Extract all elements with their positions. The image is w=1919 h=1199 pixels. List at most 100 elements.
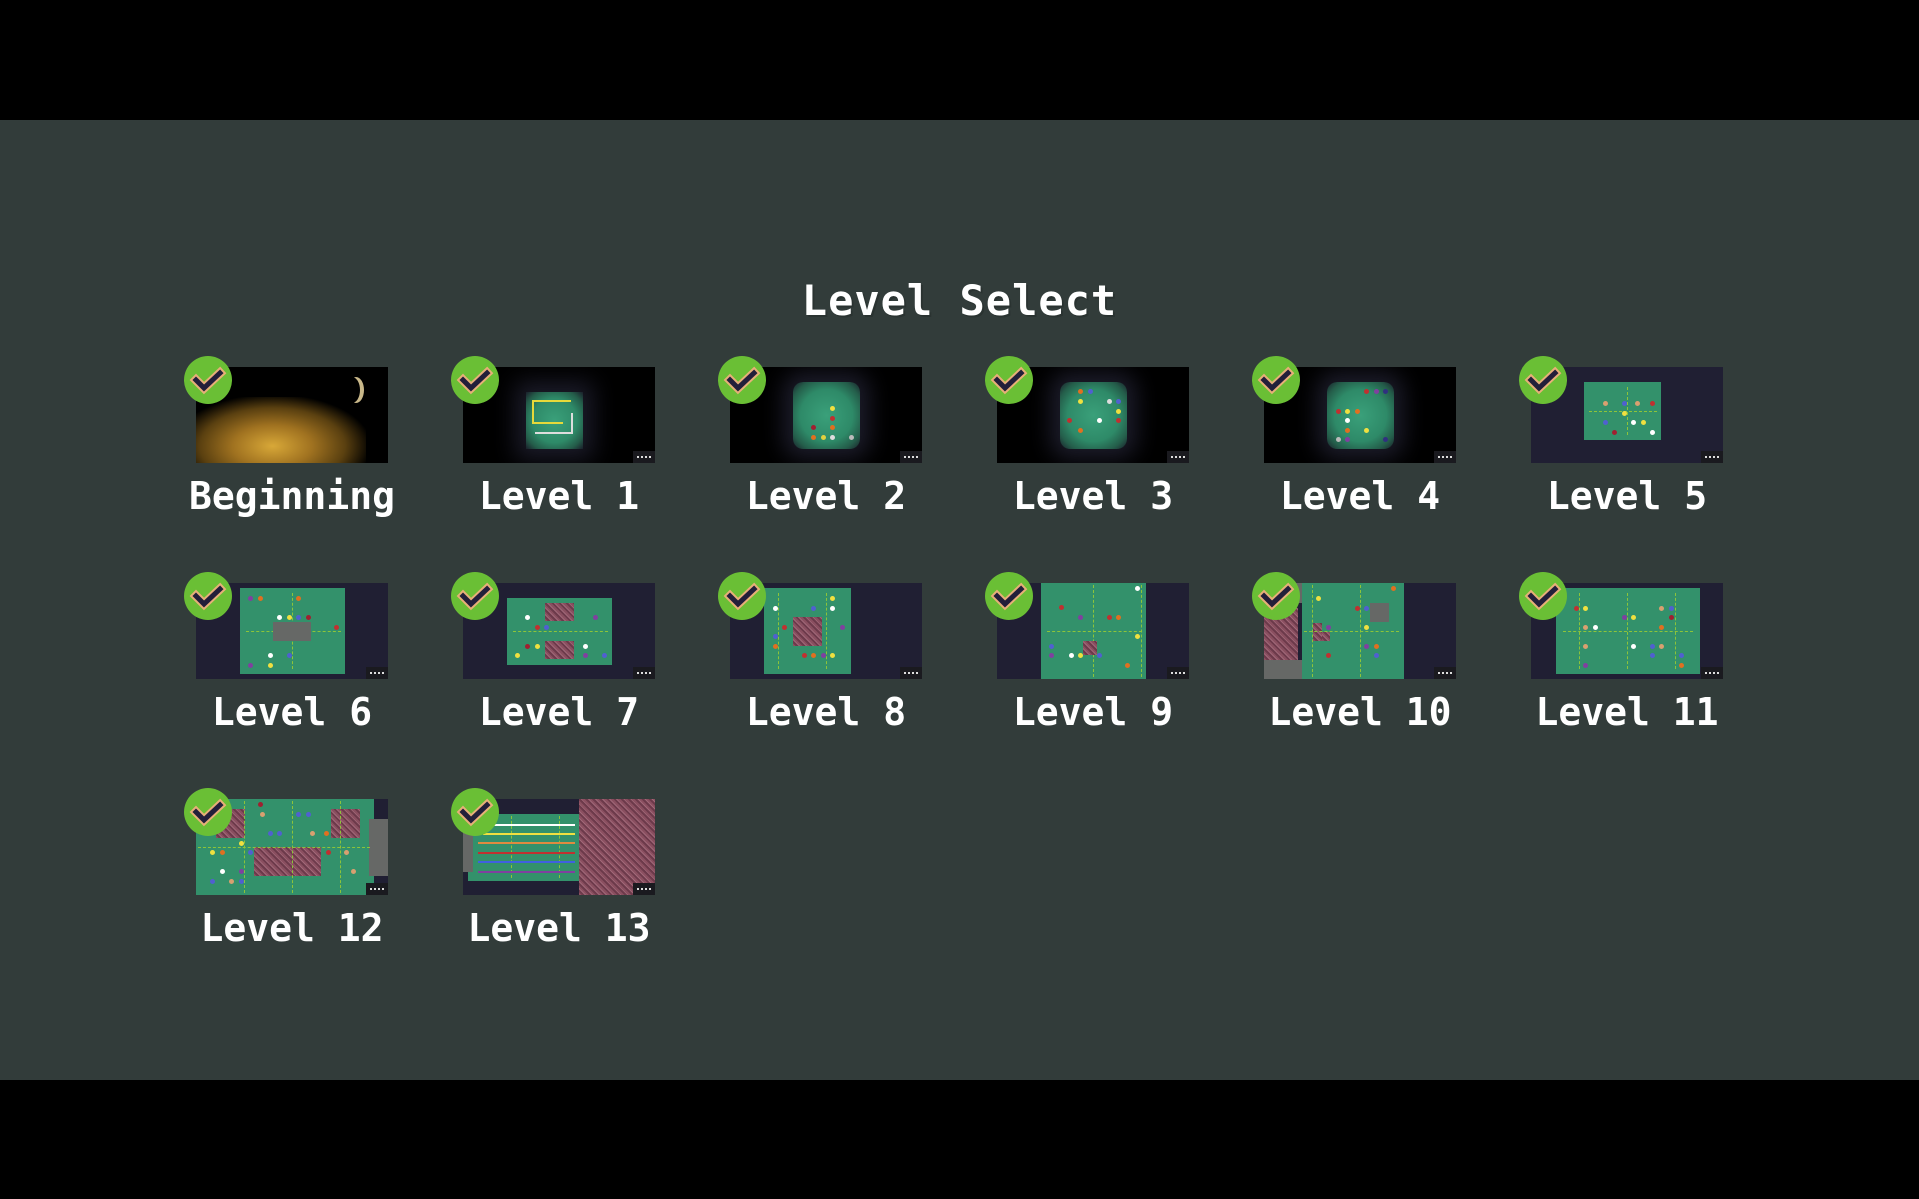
piece [306, 615, 311, 620]
level-label: Level 1 [478, 474, 640, 518]
grid-line [1360, 585, 1361, 677]
piece [1650, 644, 1655, 649]
rock-terrain [545, 603, 574, 621]
piece [1631, 644, 1636, 649]
piece [830, 425, 835, 430]
piece [239, 841, 244, 846]
level-tile-4[interactable]: Level 4 [1245, 356, 1475, 546]
grid-line [513, 631, 608, 632]
piece [1622, 401, 1627, 406]
piece [1107, 399, 1112, 404]
piece [1135, 634, 1140, 639]
rock-terrain [1322, 632, 1330, 641]
piece [1336, 437, 1341, 442]
level-tile-9[interactable]: Level 9 [978, 572, 1208, 762]
piece [535, 644, 540, 649]
piece [525, 615, 530, 620]
thumbnail-badge [366, 883, 388, 895]
level-tile-11[interactable]: Level 11 [1512, 572, 1742, 762]
piece [1059, 605, 1064, 610]
piece [1135, 586, 1140, 591]
grid-line [1304, 631, 1399, 632]
piece [344, 850, 349, 855]
rock-terrain [254, 847, 321, 876]
level-tile-3[interactable]: Level 3 [978, 356, 1208, 546]
piece [593, 615, 598, 620]
piece [1659, 644, 1664, 649]
level-tile-10[interactable]: Level 10 [1245, 572, 1475, 762]
piece [830, 435, 835, 440]
piece [1326, 625, 1331, 630]
checkmark-icon [184, 788, 232, 836]
piece [268, 831, 273, 836]
level-select-screen: Level Select Beginning Level 1 [0, 120, 1919, 1080]
rock-terrain [545, 641, 574, 659]
level-tile-1[interactable]: Level 1 [444, 356, 674, 546]
wire [487, 824, 575, 826]
rock-terrain [793, 617, 822, 646]
piece [811, 425, 816, 430]
grid-line [826, 593, 827, 669]
piece [1336, 409, 1341, 414]
piece [1364, 625, 1369, 630]
grid-line [1675, 593, 1676, 669]
piece [544, 625, 549, 630]
level-tile-6[interactable]: Level 6 [177, 572, 407, 762]
piece [1583, 606, 1588, 611]
level-tile-2[interactable]: Level 2 [711, 356, 941, 546]
wire [533, 422, 563, 424]
level-label: Level 11 [1535, 690, 1719, 734]
piece [1345, 409, 1350, 414]
piece [773, 634, 778, 639]
piece [296, 812, 301, 817]
piece [1574, 606, 1579, 611]
piece [1659, 625, 1664, 630]
level-tile-beginning[interactable]: Beginning [177, 356, 407, 546]
grid-line [1627, 593, 1628, 669]
level-tile-8[interactable]: Level 8 [711, 572, 941, 762]
level-label: Level 7 [478, 690, 640, 734]
level-tile-13[interactable]: Level 13 [444, 788, 674, 978]
thumbnail-badge [900, 451, 922, 463]
piece [802, 653, 807, 658]
wire [483, 833, 575, 835]
piece [782, 625, 787, 630]
piece [1374, 653, 1379, 658]
piece [1116, 399, 1121, 404]
piece [306, 812, 311, 817]
level-thumbnail [463, 583, 655, 679]
piece [830, 653, 835, 658]
letterbox-top [0, 0, 1919, 120]
grid-line [1093, 585, 1094, 677]
piece [811, 606, 816, 611]
piece [583, 653, 588, 658]
level-tile-5[interactable]: Level 5 [1512, 356, 1742, 546]
piece [1078, 615, 1083, 620]
piece [1679, 653, 1684, 658]
thumbnail-badge [1434, 667, 1456, 679]
grid-line [340, 801, 341, 893]
checkmark-icon [451, 572, 499, 620]
piece [334, 625, 339, 630]
piece [821, 435, 826, 440]
piece [1679, 663, 1684, 668]
piece [248, 596, 253, 601]
piece [248, 850, 253, 855]
piece [1316, 596, 1321, 601]
grid-line [1047, 631, 1142, 632]
thumbnail-badge [633, 667, 655, 679]
level-tile-7[interactable]: Level 7 [444, 572, 674, 762]
level-tile-12[interactable]: Level 12 [177, 788, 407, 978]
wire [571, 413, 573, 433]
piece [310, 831, 315, 836]
level-label: Level 8 [745, 690, 907, 734]
piece [1078, 399, 1083, 404]
letterbox-bottom [0, 1080, 1919, 1199]
level-label: Level 3 [1012, 474, 1174, 518]
piece [830, 416, 835, 421]
level-thumbnail [997, 583, 1189, 679]
grid-line [1141, 585, 1142, 677]
piece [1125, 663, 1130, 668]
grid-line [1627, 387, 1628, 435]
moon-art [344, 377, 360, 403]
